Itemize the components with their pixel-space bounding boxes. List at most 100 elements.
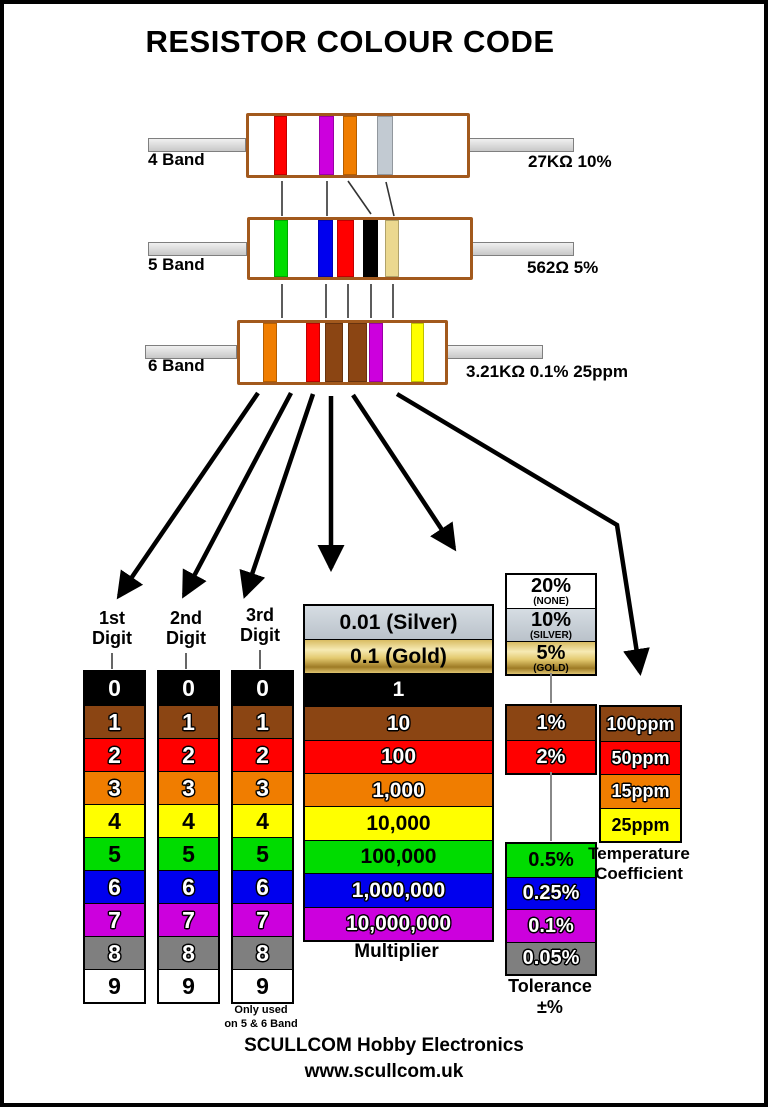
resistor-value: 562Ω 5%: [527, 258, 599, 277]
band-red: [274, 116, 287, 175]
digit-cell-black: 0: [159, 672, 218, 705]
digit-cell-brown: 1: [159, 705, 218, 738]
band-green: [274, 220, 288, 277]
resistor-lead: [446, 345, 543, 359]
column-tolerance-mid: 1%2%: [505, 704, 597, 775]
multiplier-cell-yellow: 10,000: [305, 806, 492, 840]
multiplier-cell-gold: 0.1 (Gold): [305, 639, 492, 673]
resistor-body: [246, 113, 470, 178]
digit-cell-white: 9: [159, 969, 218, 1002]
band-red: [306, 323, 320, 382]
band-red: [337, 220, 354, 277]
header-ticks: [111, 650, 261, 669]
column-tolerance-top: 20%(NONE)10%(SILVER)5%(GOLD): [505, 573, 597, 676]
digit-cell-blue: 6: [159, 870, 218, 903]
digit-cell-brown: 1: [85, 705, 144, 738]
digit-cell-red: 2: [159, 738, 218, 771]
tolerance-cell-grey: 0.05%: [507, 941, 595, 974]
digit-cell-green: 5: [233, 837, 292, 870]
digit-cell-grey: 8: [159, 936, 218, 969]
resistor-lead: [148, 138, 246, 152]
digit-cell-grey: 8: [233, 936, 292, 969]
tolerance-cell-gold: 5%(GOLD): [507, 641, 595, 674]
multiplier-label: Multiplier: [354, 941, 439, 962]
footer-url: www.scullcom.uk: [304, 1061, 464, 1082]
multiplier-cell-brown: 10: [305, 706, 492, 740]
digit-cell-green: 5: [159, 837, 218, 870]
digit-cell-yellow: 4: [233, 804, 292, 837]
footer: SCULLCOM Hobby Electronics www.scullcom.…: [0, 1033, 768, 1085]
tolerance-cell-red: 2%: [507, 739, 595, 773]
band-yellow: [411, 323, 424, 382]
temp-cell-orange: 15ppm: [601, 774, 680, 808]
digit-cell-black: 0: [233, 672, 292, 705]
digit-cell-violet: 7: [159, 903, 218, 936]
digit-cell-blue: 6: [233, 870, 292, 903]
digit-cell-orange: 3: [233, 771, 292, 804]
digit-cell-orange: 3: [159, 771, 218, 804]
temp-cell-red: 50ppm: [601, 740, 680, 774]
band-connectors-5-to-6: [281, 284, 394, 318]
page-title: RESISTOR COLOUR CODE: [145, 24, 555, 59]
band-brown: [325, 323, 343, 382]
tolerance-cell-brown: 1%: [507, 706, 595, 740]
digit-cell-orange: 3: [85, 771, 144, 804]
digit-cell-violet: 7: [85, 903, 144, 936]
digit-cell-black: 0: [85, 672, 144, 705]
resistor-lead: [148, 242, 247, 256]
multiplier-cell-black: 1: [305, 672, 492, 707]
band-violet: [369, 323, 383, 382]
footer-brand: SCULLCOM Hobby Electronics: [244, 1035, 524, 1056]
multiplier-cell-blue: 1,000,000: [305, 873, 492, 907]
digit-cell-blue: 6: [85, 870, 144, 903]
resistor-label: 4 Band: [148, 150, 205, 169]
multiplier-cell-green: 100,000: [305, 839, 492, 874]
tolerance-cell-white: 20%(NONE): [507, 575, 595, 608]
digit-cell-violet: 7: [233, 903, 292, 936]
resistor-lead: [468, 138, 574, 152]
arrow-to-3rd-digit: [239, 393, 316, 599]
digit-cell-yellow: 4: [159, 804, 218, 837]
band-gold: [385, 220, 399, 277]
multiplier-cell-orange: 1,000: [305, 772, 492, 807]
band-black: [363, 220, 378, 277]
tolerance-cell-blue: 0.25%: [507, 876, 595, 909]
arrow-to-tolerance: [351, 393, 457, 552]
column-tolerance-bottom: 0.5%0.25%0.1%0.05%: [505, 842, 597, 976]
temp-cell-yellow: 25ppm: [601, 807, 680, 841]
resistor-value: 27KΩ 10%: [528, 152, 612, 171]
digit-cell-white: 9: [233, 969, 292, 1002]
tolerance-cell-silver: 10%(SILVER): [507, 608, 595, 641]
digit-cell-grey: 8: [85, 936, 144, 969]
digit-cell-white: 9: [85, 969, 144, 1002]
arrow-to-2nd-digit: [182, 391, 293, 599]
resistor-lead: [145, 345, 237, 359]
digit-cell-green: 5: [85, 837, 144, 870]
tolerance-label: Tolerance±%: [508, 976, 592, 1017]
digit-cell-brown: 1: [233, 705, 292, 738]
multiplier-cell-silver: 0.01 (Silver): [305, 606, 492, 640]
resistor-body: [247, 217, 473, 280]
arrow-to-1st-digit: [116, 391, 260, 600]
digit-cell-red: 2: [233, 738, 292, 771]
multiplier-cell-red: 100: [305, 739, 492, 773]
tolerance-cell-green: 0.5%: [507, 844, 595, 877]
band-connectors-4-to-5: [281, 180, 395, 217]
digit-cell-yellow: 4: [85, 804, 144, 837]
band-brown: [348, 323, 367, 382]
band-blue: [318, 220, 333, 277]
temp-cell-brown: 100ppm: [601, 707, 680, 741]
resistor-value: 3.21KΩ 0.1% 25ppm: [466, 362, 628, 381]
band-silver: [377, 116, 393, 175]
multiplier-cell-violet: 10,000,000: [305, 906, 492, 940]
